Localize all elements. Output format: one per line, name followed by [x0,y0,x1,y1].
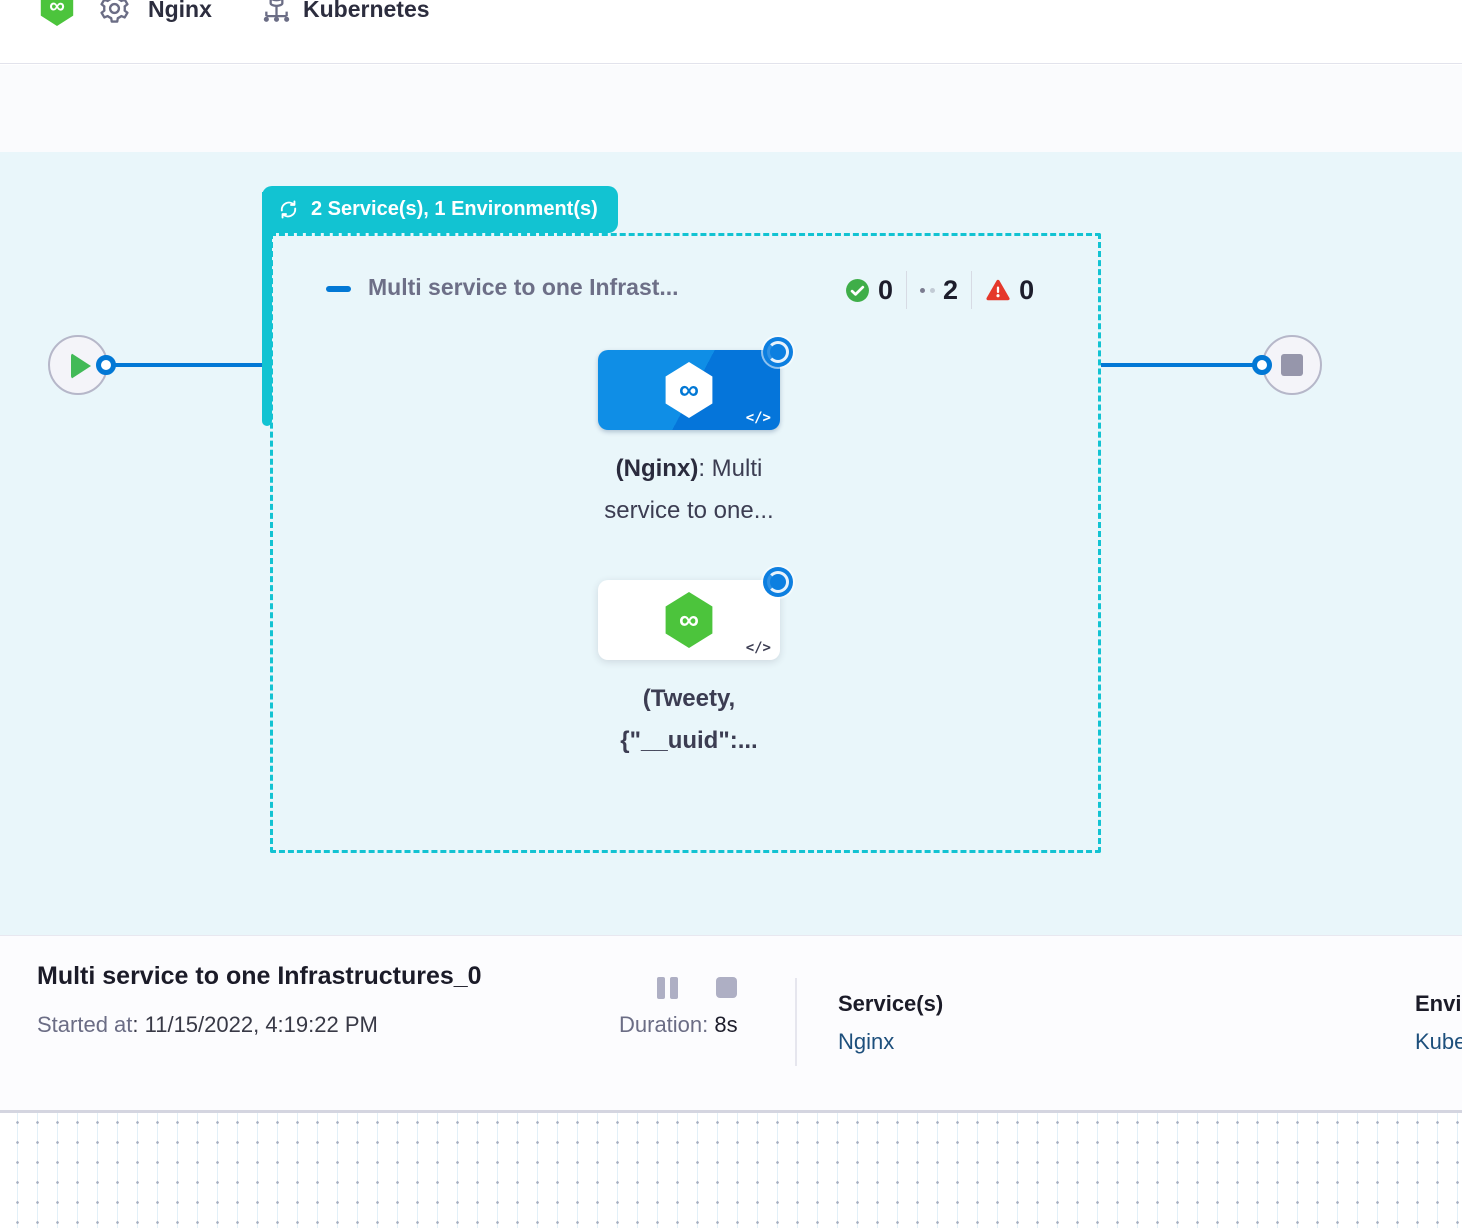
connector-dot [96,355,116,375]
breadcrumb-environment[interactable]: Kubernetes [303,0,430,22]
tab-bar: Pipeline Inputs Policy Evaluations S [0,65,1462,217]
warning-triangle-icon [985,278,1011,303]
stage-node-tweety[interactable]: ∞ </> [598,567,793,660]
running-spinner-icon [763,567,793,597]
running-count: 2 [943,274,959,305]
environments-column: Environment(s) Kubernetes [1415,991,1462,1055]
stop-icon [1281,354,1303,376]
stage-status-counts: 0 2 0 [845,271,1035,309]
gear-icon [98,0,131,25]
running-dots-icon [920,287,936,293]
started-at: Started at: 11/15/2022, 4:19:22 PM [37,1012,378,1037]
infrastructure-icon [261,0,292,25]
play-icon [71,353,91,379]
top-header: ∞ Nginx Kubernetes [0,0,1462,64]
stage-node-tweety-label: (Tweety, {"__uuid":... [620,685,758,754]
stage-node-nginx-label: (Nginx): Multi service to one... [604,455,774,524]
flow-line [1101,363,1259,367]
divider [971,271,973,309]
pipeline-canvas[interactable]: 2 Service(s), 1 Environment(s) Multi ser… [0,152,1462,935]
flow-line [106,363,266,367]
loop-icon [277,198,300,221]
harness-logo-icon: ∞ [40,0,74,26]
code-icon: </> [745,410,771,426]
success-count: 0 [878,274,894,305]
environments-link[interactable]: Kubernetes [1415,1029,1462,1054]
divider [795,978,797,1066]
divider [0,1110,1462,1113]
execution-title: Multi service to one Infrastructures_0 [37,962,482,990]
execution-footer: Multi service to one Infrastructures_0 S… [0,935,1462,1110]
stage-group-badge-label: 2 Service(s), 1 Environment(s) [311,198,598,220]
stage-group-boundary [270,233,1101,853]
services-label: Service(s) [838,991,944,1016]
harness-step-icon: ∞ [665,362,713,418]
collapse-stage-icon[interactable] [326,286,351,292]
duration: Duration: 8s [619,1012,738,1037]
connector-dot [1252,355,1272,375]
stage-group-left-bar [262,192,272,426]
pause-button[interactable] [657,977,679,999]
stage-title[interactable]: Multi service to one Infrast... [368,274,679,300]
breadcrumb-service[interactable]: Nginx [148,0,212,22]
pipeline-end-node[interactable] [1262,335,1322,395]
stage-node-nginx[interactable]: ∞ </> [598,337,793,430]
services-link[interactable]: Nginx [838,1029,895,1054]
services-column: Service(s) Nginx [838,991,943,1055]
harness-step-icon: ∞ [665,592,713,648]
failed-count: 0 [1019,274,1035,305]
running-spinner-icon [763,337,793,367]
success-check-icon [845,278,870,303]
abort-button[interactable] [716,977,737,998]
stage-group-badge[interactable]: 2 Service(s), 1 Environment(s) [262,186,618,233]
console-grid-area[interactable] [0,1113,1462,1228]
environments-label: Environment(s) [1415,991,1462,1016]
divider [906,271,908,309]
code-icon: </> [745,640,771,656]
